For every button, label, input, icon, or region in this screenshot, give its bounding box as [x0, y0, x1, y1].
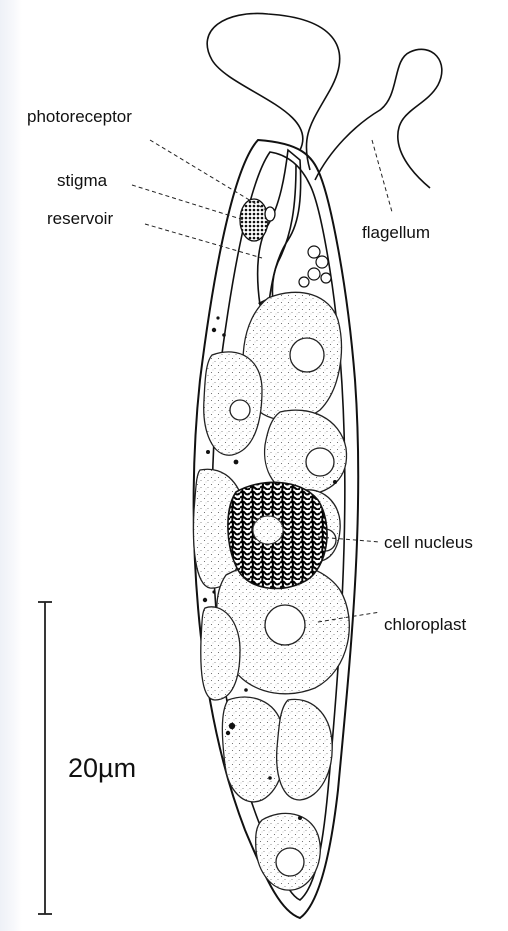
label-stigma: stigma	[57, 171, 108, 190]
stigma	[240, 199, 268, 241]
label-photoreceptor: photoreceptor	[27, 107, 132, 126]
photoreceptor	[265, 207, 275, 221]
scale-bar	[38, 602, 52, 914]
label-reservoir: reservoir	[47, 209, 113, 228]
leader-flagellum	[372, 140, 392, 212]
label-chloroplast: chloroplast	[384, 615, 466, 634]
leader-stigma	[132, 185, 244, 220]
cell-nucleus	[228, 482, 327, 588]
label-cell-nucleus: cell nucleus	[384, 533, 473, 552]
leader-photoreceptor	[150, 140, 266, 210]
chloroplasts	[193, 292, 349, 890]
flagellum	[207, 13, 442, 188]
label-flagellum: flagellum	[362, 223, 430, 242]
scale-bar-label: 20µm	[68, 753, 136, 783]
